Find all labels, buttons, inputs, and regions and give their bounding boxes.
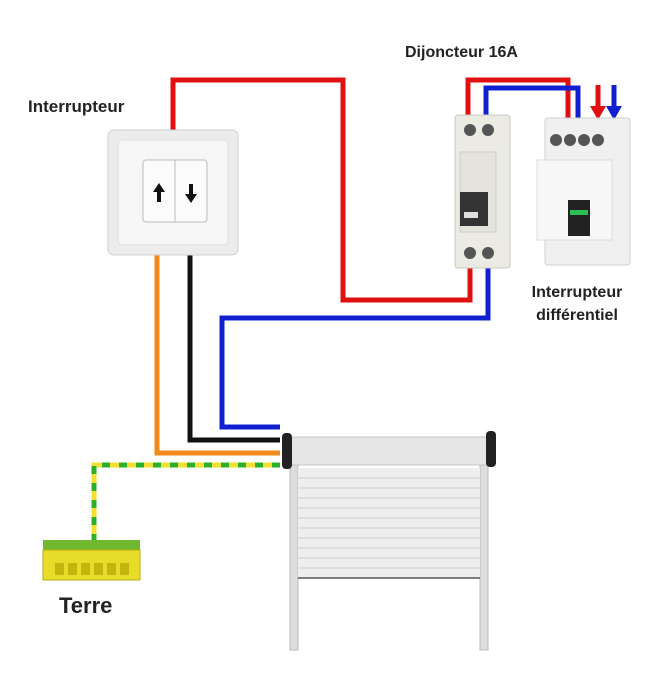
differential-label-line2: différentiel xyxy=(536,307,618,324)
differential-label-line1: Interrupteur xyxy=(531,284,623,301)
supply-arrows xyxy=(590,85,622,120)
earth-label: Terre xyxy=(59,593,113,618)
earth-terminal-block xyxy=(42,540,141,581)
phase-wire-switch xyxy=(170,77,473,303)
switch-label: Interrupteur xyxy=(28,97,125,116)
roller-shutter xyxy=(282,431,496,651)
neutral-wire-top xyxy=(483,85,581,122)
arrow-down-icon xyxy=(185,184,197,203)
neutral-wire-motor xyxy=(219,265,491,430)
breaker-label: Dijoncteur 16A xyxy=(405,44,518,61)
earth-wire-stripes xyxy=(91,462,280,545)
arrow-up-icon xyxy=(153,183,165,202)
circuit-breaker xyxy=(454,114,511,269)
differential-switch xyxy=(536,117,631,266)
motor-wire-orange xyxy=(154,255,280,456)
phase-wire-top xyxy=(465,77,571,122)
earth-wire xyxy=(91,462,280,545)
wall-switch xyxy=(107,129,239,256)
motor-wire-black xyxy=(187,255,280,443)
